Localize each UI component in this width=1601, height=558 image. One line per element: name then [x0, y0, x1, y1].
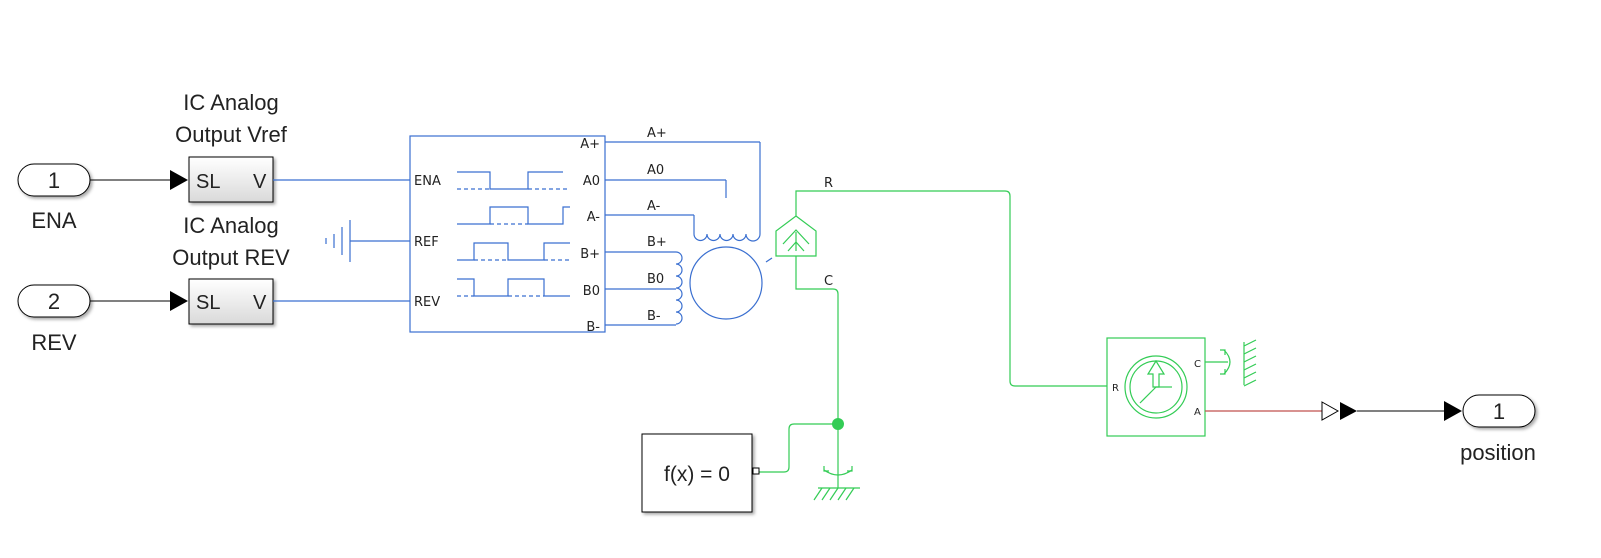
converter-2-in-label: SL: [196, 292, 220, 314]
driver-port-rev: REV: [414, 295, 440, 310]
rotational-motion-sensor-block[interactable]: R C A: [1106, 337, 1206, 437]
mechanical-wires: [757, 190, 1107, 488]
inport-2-label: REV: [31, 330, 77, 355]
solver-label: f(x) = 0: [664, 463, 730, 486]
sensor-port-a: A: [1194, 407, 1201, 418]
rotor-label-r: R: [824, 176, 833, 191]
converter-2-title-line2: Output REV: [172, 245, 290, 270]
motor-wire-label-b-minus: B-: [647, 309, 661, 324]
mechanical-reference-icon[interactable]: [813, 466, 860, 501]
inport-1-number: 1: [48, 168, 60, 193]
motor-wire-label-a-plus: A+: [647, 126, 667, 141]
sensor-port-c: C: [1194, 359, 1201, 370]
driver-port-b-plus: B+: [580, 247, 600, 262]
converter-1-block[interactable]: SL V: [188, 156, 274, 203]
driver-port-a-minus: A-: [587, 210, 601, 225]
rotor-label-c: C: [824, 274, 833, 289]
signal-line-rev: [90, 291, 188, 311]
signal-line-ena: [90, 170, 188, 190]
motor-wire-label-a0: A0: [647, 163, 664, 178]
inport-2[interactable]: 2: [17, 284, 91, 318]
junction-node: [832, 418, 844, 430]
converter-2-out-label: V: [253, 292, 267, 314]
clock-gauge-icon: [1124, 355, 1188, 419]
solver-configuration-block[interactable]: f(x) = 0: [641, 433, 760, 513]
driver-port-ref: REF: [414, 235, 439, 250]
physical-signal-line: [1205, 401, 1462, 421]
sensor-port-r: R: [1112, 383, 1119, 394]
converter-1-in-label: SL: [196, 171, 220, 193]
motor-wire-label-a-minus: A-: [647, 199, 661, 214]
driver-port-a0: A0: [583, 174, 600, 189]
converter-2-title-line1: IC Analog: [183, 213, 278, 238]
inport-1-label: ENA: [31, 208, 77, 233]
inport-2-number: 2: [48, 289, 60, 314]
motor-wire-label-b0: B0: [647, 272, 664, 287]
stepper-motor-block[interactable]: [675, 142, 773, 325]
driver-port-a-plus: A+: [580, 137, 600, 152]
electrical-ground-icon[interactable]: [325, 220, 410, 262]
inport-1[interactable]: 1: [17, 163, 91, 197]
outport-1-label: position: [1460, 440, 1536, 465]
outport-1-number: 1: [1493, 399, 1505, 424]
stepper-motor-driver-block[interactable]: ENA REF REV A+ A0 A- B+ B0 B-: [409, 135, 606, 335]
driver-port-b0: B0: [583, 284, 600, 299]
converter-2-block[interactable]: SL V: [188, 278, 274, 325]
outport-1[interactable]: 1: [1462, 394, 1536, 428]
driver-port-ena: ENA: [414, 174, 441, 189]
pulse-waveform-icon: [457, 171, 570, 297]
motor-wire-label-b-plus: B+: [647, 235, 667, 250]
mechanical-port-icon: [775, 215, 817, 257]
converter-1-out-label: V: [253, 171, 267, 193]
motor-wires: [605, 141, 760, 326]
converter-1-title-line2: Output Vref: [175, 122, 288, 147]
sensor-reference-icon[interactable]: [1205, 339, 1257, 387]
converter-1-title-line1: IC Analog: [183, 90, 278, 115]
driver-port-b-minus: B-: [586, 320, 600, 335]
